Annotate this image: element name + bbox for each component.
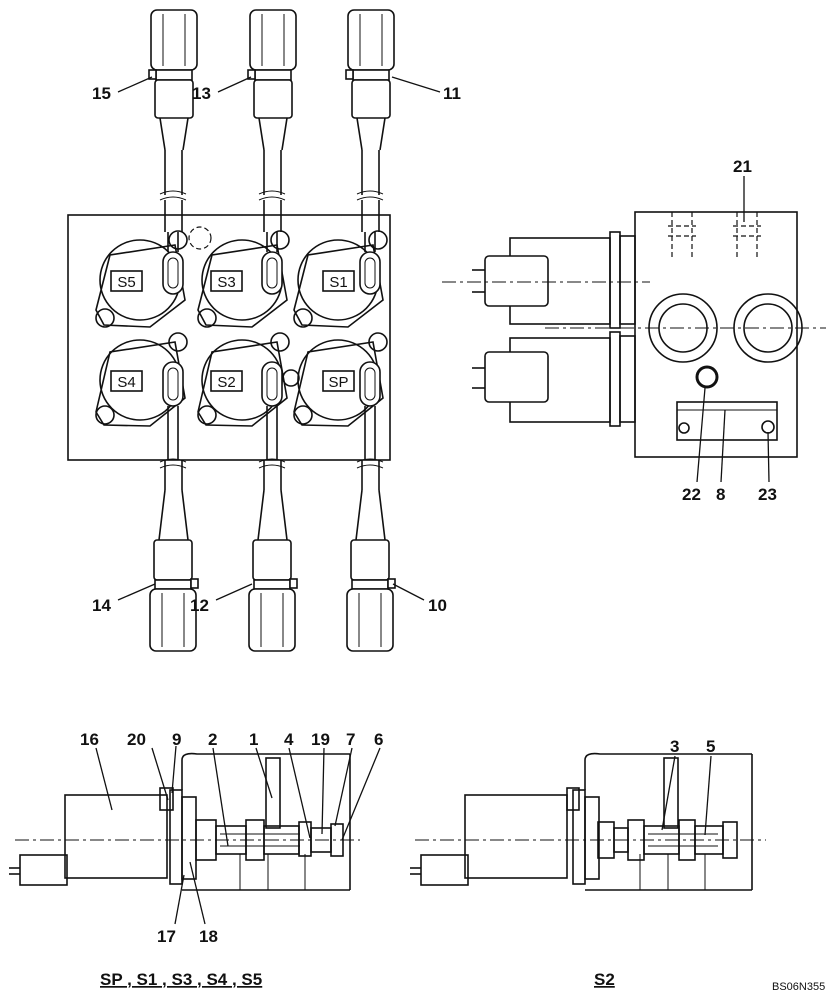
callout-21: 21	[733, 157, 752, 176]
tag-sp: SP	[328, 374, 348, 391]
callout-3: 3	[670, 737, 679, 756]
callout-16: 16	[80, 730, 99, 749]
callout-17: 17	[157, 927, 176, 946]
solenoid-s2	[197, 332, 300, 460]
solenoid-sp	[293, 332, 388, 460]
callout-23: 23	[758, 485, 777, 504]
bottom-connector-left	[149, 458, 199, 652]
callout-12: 12	[190, 596, 209, 615]
callout-18: 18	[199, 927, 218, 946]
valve-block-side-view	[442, 211, 826, 458]
bottom-connector-center	[248, 458, 298, 652]
section-view-s2	[410, 752, 766, 891]
port-22-ring	[695, 365, 719, 389]
callout-11: 11	[443, 84, 461, 103]
top-connector-center	[247, 9, 297, 232]
callout-6: 6	[374, 730, 383, 749]
tag-s5: S5	[117, 274, 135, 291]
callout-22: 22	[682, 485, 701, 504]
callout-2: 2	[208, 730, 217, 749]
valve-block-front-view: S5 S3 S1 S4 S2 SP	[67, 214, 391, 461]
callout-5: 5	[706, 737, 715, 756]
caption-left-section: SP , S1 , S3 , S4 , S5	[100, 970, 262, 989]
callout-labels: 15 13 11 21 22 8 23 14 12 10 16 20 9 2 1…	[80, 84, 777, 946]
callout-1: 1	[249, 730, 258, 749]
callout-20: 20	[127, 730, 146, 749]
callout-14: 14	[92, 596, 111, 615]
solenoid-s5	[95, 226, 212, 328]
tag-s2: S2	[217, 374, 235, 391]
callout-15: 15	[92, 84, 111, 103]
bottom-connector-right	[346, 458, 396, 652]
callout-10: 10	[428, 596, 447, 615]
callout-7: 7	[346, 730, 355, 749]
callout-13: 13	[192, 84, 211, 103]
leader-lines	[95, 76, 770, 925]
tag-s4: S4	[117, 374, 135, 391]
tag-s1: S1	[329, 274, 347, 291]
callout-8: 8	[716, 485, 725, 504]
tag-s3: S3	[217, 274, 235, 291]
callout-19: 19	[311, 730, 330, 749]
callout-9: 9	[172, 730, 181, 749]
callout-4: 4	[284, 730, 294, 749]
top-connector-right	[345, 9, 395, 232]
top-connector-left	[148, 9, 198, 232]
caption-right-section: S2	[594, 970, 615, 989]
solenoid-s4	[95, 332, 188, 460]
section-view-sp-s1-s3-s4-s5	[9, 752, 360, 891]
solenoid-s1	[293, 230, 388, 328]
drawing-reference: BS06N355	[772, 981, 825, 993]
solenoid-s3	[197, 230, 290, 328]
